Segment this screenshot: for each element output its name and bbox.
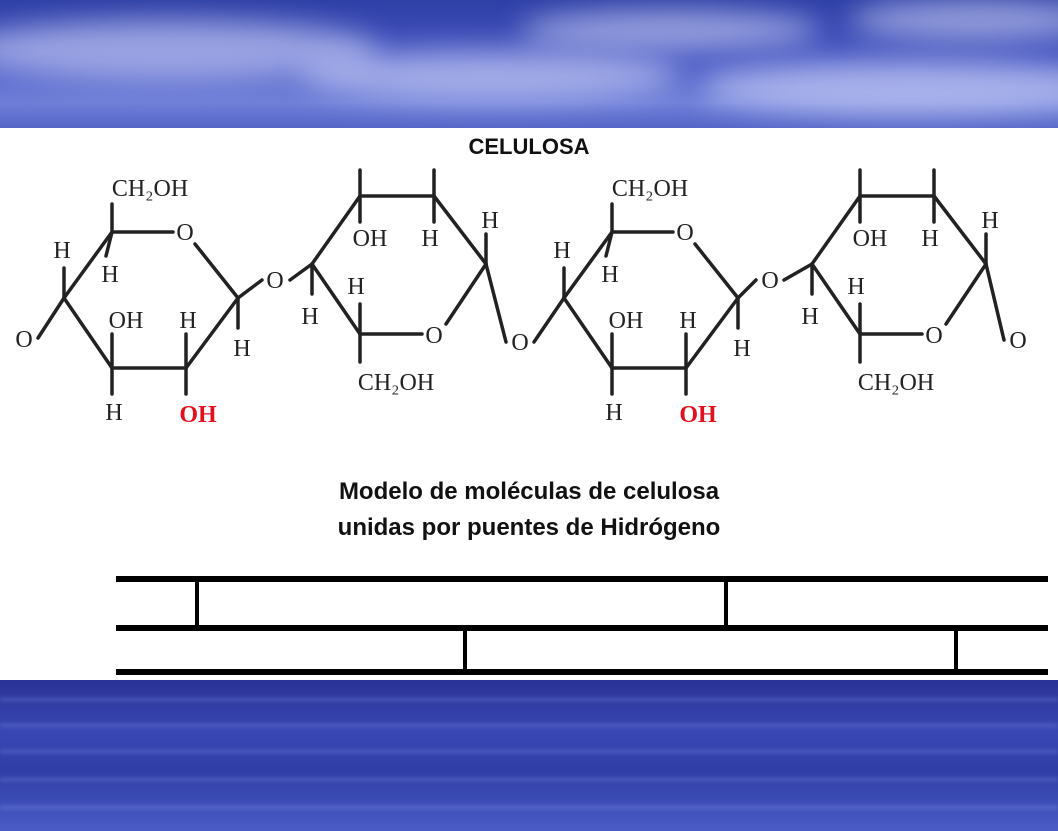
hydrogen: H: [179, 308, 196, 334]
bond-line: [62, 296, 114, 370]
hydrogen: H: [801, 304, 818, 330]
diagram-title: CELULOSA: [468, 134, 590, 159]
hydrogen: H: [601, 262, 618, 288]
terminal-oxygen: O: [15, 327, 32, 353]
hydrogen: H: [421, 226, 438, 252]
hydrogen: H: [553, 238, 570, 264]
ring-oxygen: O: [925, 323, 942, 349]
bond-line: [562, 296, 614, 370]
hydrogen: H: [105, 400, 122, 426]
bond-line: [184, 296, 240, 370]
ch2oh-group: CH₂OH: [112, 176, 188, 202]
bond-line: [562, 230, 614, 300]
hydrogen: H: [847, 274, 864, 300]
ch2oh-group: CH₂OH: [358, 370, 434, 396]
glycosidic-oxygen: O: [266, 268, 283, 294]
hydroxyl-group: OH: [109, 308, 144, 334]
bond-line: [693, 242, 740, 300]
bond-line: [810, 194, 862, 266]
hydroxyl-highlight: OH: [179, 402, 217, 428]
bond-line: [532, 296, 566, 344]
bond-line: [684, 296, 740, 370]
bond-line: [984, 262, 1006, 342]
hydrogen: H: [921, 226, 938, 252]
hydrogen: H: [233, 336, 250, 362]
bond-line: [604, 230, 614, 258]
bond-line: [36, 296, 66, 340]
bond-line: [932, 194, 988, 266]
bond-line: [810, 262, 862, 336]
bond-line: [444, 262, 488, 326]
bond-line: [432, 194, 488, 266]
bond-line: [62, 230, 114, 300]
bond-line: [782, 262, 814, 282]
bond-line: [944, 262, 988, 326]
hydrogen: H: [101, 262, 118, 288]
hydrogen: H: [53, 238, 70, 264]
bond-line: [193, 242, 240, 300]
caption-line-1: Modelo de moléculas de celulosa: [338, 478, 720, 505]
diagram-panel: CELULOSA OCH₂OHHHOHHHOHHOHHOHOHHHHCH₂OHO…: [0, 128, 1058, 680]
bond-line: [484, 262, 508, 344]
hydroxyl-highlight: OH: [679, 402, 717, 428]
hydrogen: H: [347, 274, 364, 300]
hydroxyl-group: OH: [609, 308, 644, 334]
cellulose-structure: OCH₂OHHHOHHHOHHOHHOHOHHHHCH₂OHOCH₂OHHHOH…: [15, 168, 1027, 428]
glycosidic-oxygen: O: [761, 268, 778, 294]
ch2oh-group: CH₂OH: [612, 176, 688, 202]
bond-line: [310, 262, 362, 336]
hydrogen: H: [679, 308, 696, 334]
ring-oxygen: O: [676, 220, 693, 246]
bond-line: [104, 230, 114, 258]
ring-oxygen: O: [176, 220, 193, 246]
hydrogen-bond-layers: [116, 576, 1048, 675]
hydrogen: H: [301, 304, 318, 330]
bond-line: [288, 262, 314, 282]
hydrogen: H: [481, 208, 498, 234]
caption-line-2: unidas por puentes de Hidrógeno: [337, 514, 721, 541]
bond-line: [736, 278, 758, 300]
bond-line: [236, 278, 264, 300]
ring-oxygen: O: [425, 323, 442, 349]
sea-background: [0, 680, 1058, 831]
glycosidic-oxygen: O: [511, 330, 528, 356]
hydroxyl-group: OH: [353, 226, 388, 252]
ch2oh-group: CH₂OH: [858, 370, 934, 396]
sky-background: [0, 0, 1058, 128]
hydroxyl-group: OH: [853, 226, 888, 252]
hydrogen: H: [733, 336, 750, 362]
hydrogen: H: [605, 400, 622, 426]
bond-line: [310, 194, 362, 266]
terminal-oxygen: O: [1009, 328, 1026, 354]
hydrogen: H: [981, 208, 998, 234]
